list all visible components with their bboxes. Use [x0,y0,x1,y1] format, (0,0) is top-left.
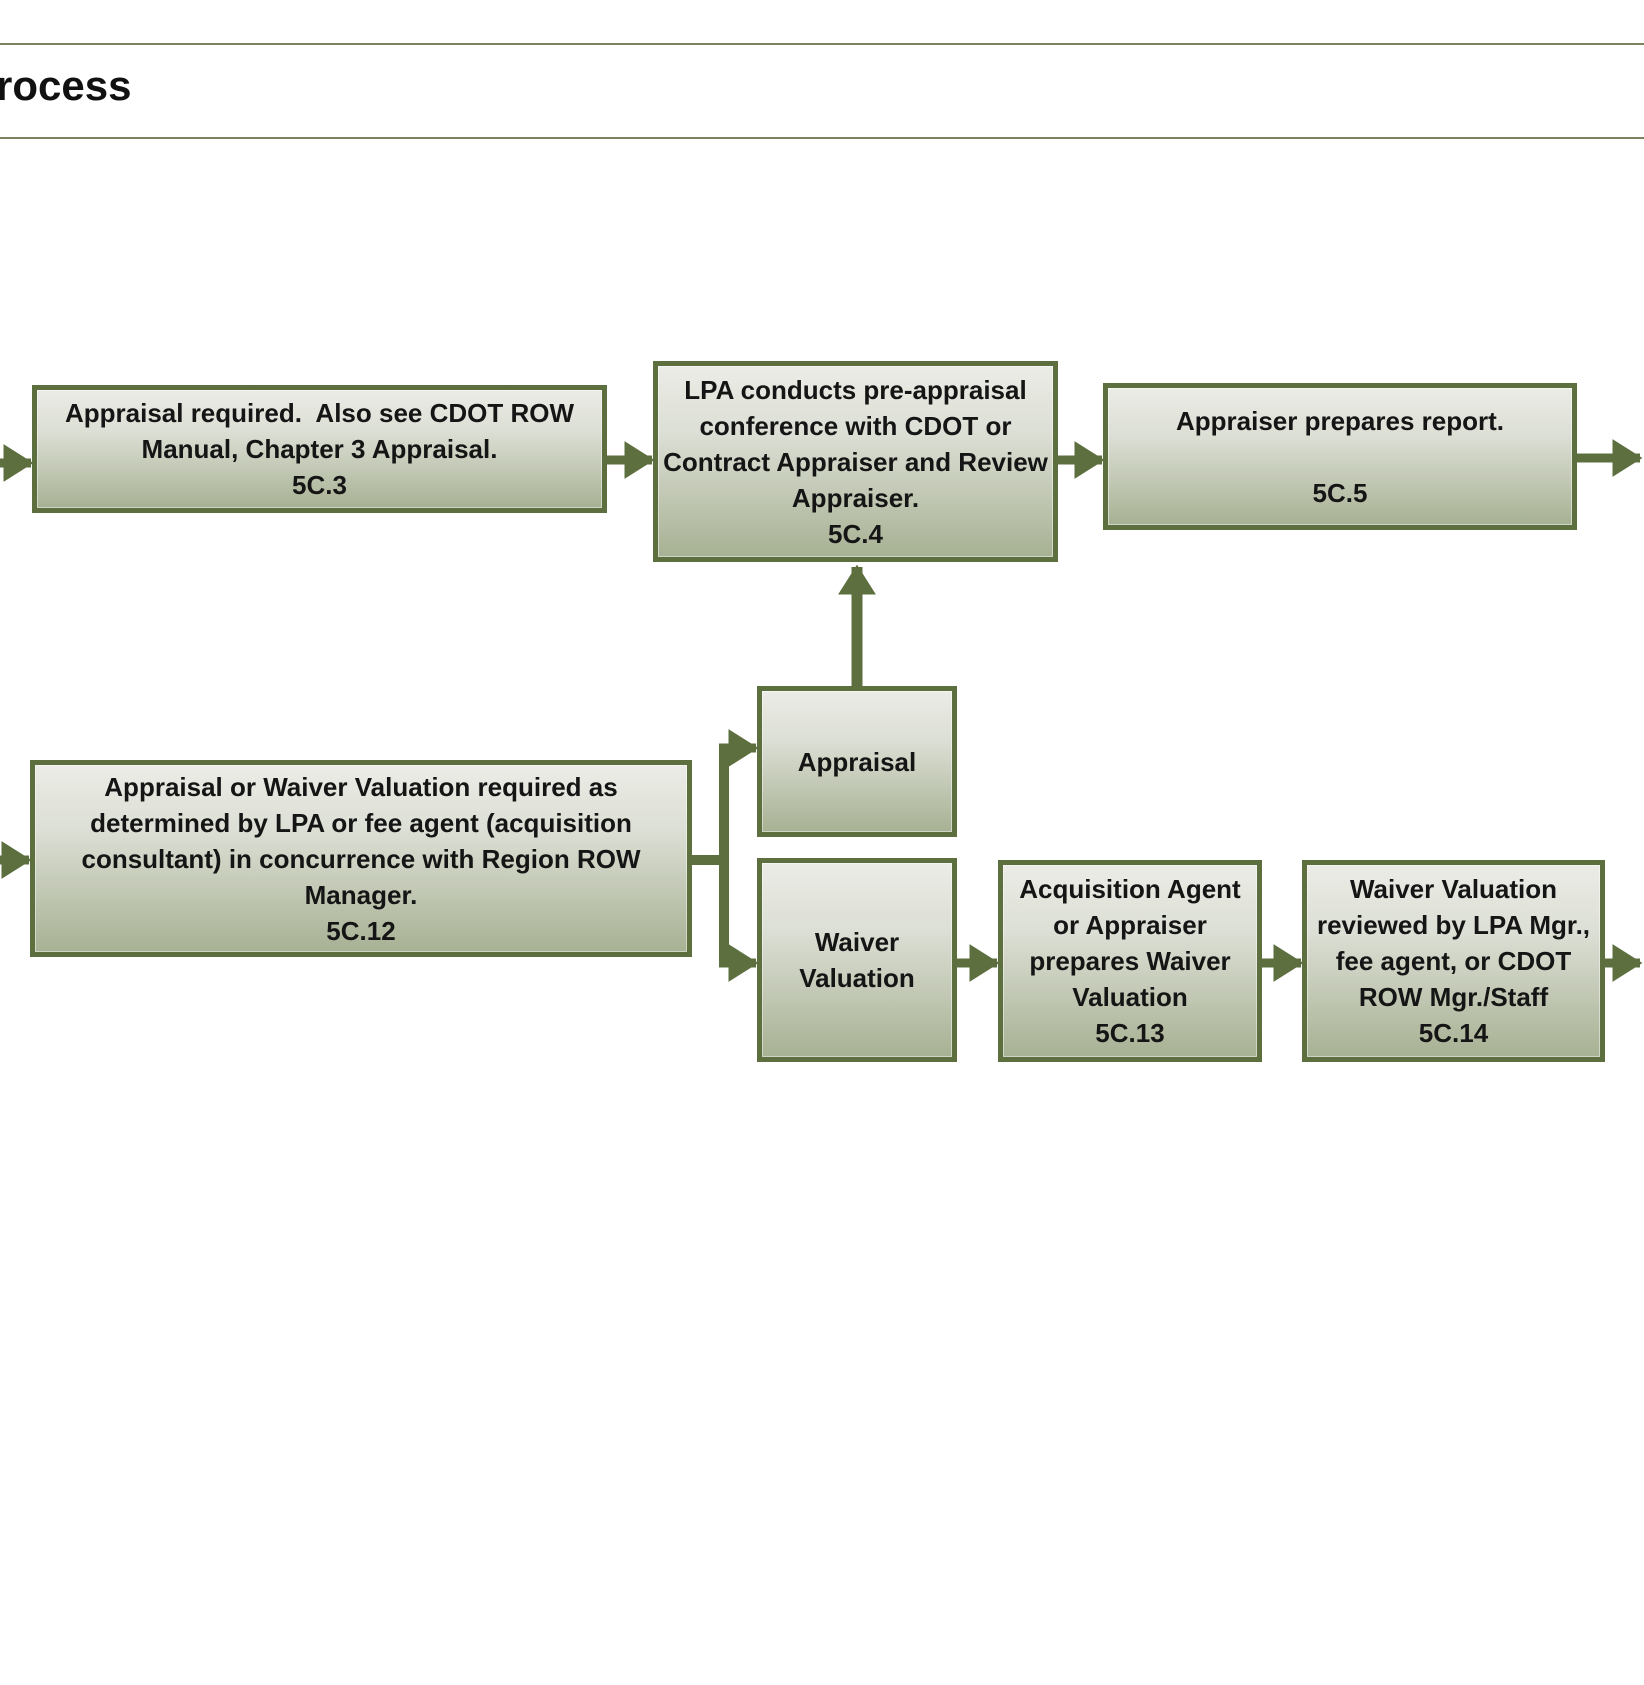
box-text-line: reviewed by LPA Mgr., [1316,910,1591,940]
box-step-number: 5C.13 [1095,1018,1165,1048]
box-text-line: consultant) in concurrence with Region R… [81,843,641,874]
box-waiver-valuation-branch: Waiver Valuation [757,858,957,1062]
box-appraiser-prepares-report-5c5: Appraiser prepares report. 5C.5 [1103,383,1577,530]
box-text-line: determined by LPA or fee agent (acquisit… [90,807,632,838]
box-waiver-valuation-reviewed-5c14: Waiver Valuation reviewed by LPA Mgr., f… [1302,860,1605,1062]
box-appraisal-required-5c3: Appraisal required. Also see CDOT ROW Ma… [32,385,607,513]
box-appraisal-or-waiver-valuation-5c12: Appraisal or Waiver Valuation required a… [30,760,692,957]
box-step-number: 5C.14 [1418,1018,1489,1048]
box-step-number: 5C.4 [828,518,883,549]
box-text-line: Appraiser prepares report. [1175,405,1504,436]
box-text-line: ROW Mgr./Staff [1358,982,1549,1012]
box-step-number: 5C.5 [1312,477,1368,508]
box-text-line: Acquisition Agent [1019,874,1241,904]
box-text-line: Appraisal or Waiver Valuation required a… [104,771,618,802]
box-text-line: Contract Appraiser and Review [663,446,1048,477]
box-text-line: prepares Waiver [1029,946,1231,976]
box-text-line: Appraisal [797,746,917,777]
box-text-line: Appraisal required. Also see CDOT ROW [64,398,575,428]
box-step-number: 5C.3 [292,470,347,500]
box-text-line: Manual, Chapter 3 Appraisal. [141,434,498,464]
header-rule-bottom [0,137,1644,139]
box-text-line: Waiver [814,927,900,957]
header-rule-top [0,43,1644,45]
box-text-line: conference with CDOT or [699,410,1012,441]
box-pre-appraisal-conference-5c4: LPA conducts pre-appraisal conference wi… [653,361,1058,562]
box-text-line: fee agent, or CDOT [1335,946,1572,976]
box-text-line: or Appraiser [1053,910,1207,940]
box-text-line: Appraiser. [791,482,920,513]
box-appraisal-branch: Appraisal [757,686,957,837]
page-title: rocess [0,62,132,109]
box-text-line: Valuation [799,963,915,993]
box-prepares-waiver-valuation-5c13: Acquisition Agent or Appraiser prepares … [998,860,1262,1062]
box-step-number: 5C.12 [326,915,396,946]
box-text-line: LPA conducts pre-appraisal [684,374,1027,405]
box-text-line: Waiver Valuation [1349,874,1558,904]
box-text-line: Valuation [1072,982,1188,1012]
box-text-line: Manager. [304,879,418,910]
